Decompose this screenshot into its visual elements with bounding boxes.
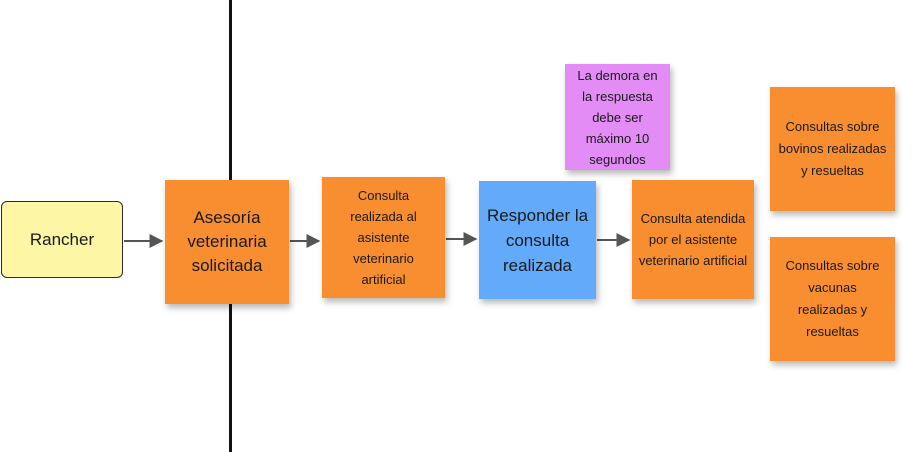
event-consultas-bovinos[interactable]: Consultas sobre bovinos realizadas y res…	[770, 87, 895, 211]
event-vacunas-label: Consultas sobre vacunas realizadas y res…	[785, 258, 880, 339]
event-consulta-atendida[interactable]: Consulta atendida por el asistente veter…	[632, 180, 754, 299]
command-responder-consulta[interactable]: Responder la consulta realizada	[479, 181, 596, 299]
actor-rancher-label: Rancher	[29, 229, 95, 249]
event-consultas-vacunas[interactable]: Consultas sobre vacunas realizadas y res…	[770, 237, 895, 361]
event-consulta-realizada-label: Consulta realizada al asistente veterina…	[350, 188, 417, 287]
event-asesoria-solicitada[interactable]: Asesoría veterinaria solicitada	[165, 180, 289, 304]
event-asesoria-label: Asesoría veterinaria solicitada	[187, 208, 267, 275]
event-consulta-realizada[interactable]: Consulta realizada al asistente veterina…	[322, 177, 445, 298]
policy-demora[interactable]: La demora en la respuesta debe ser máxim…	[565, 64, 670, 170]
event-bovinos-label: Consultas sobre bovinos realizadas y res…	[778, 119, 887, 178]
event-consulta-atendida-label: Consulta atendida por el asistente veter…	[638, 211, 748, 268]
policy-demora-label: La demora en la respuesta debe ser máxim…	[577, 67, 658, 167]
actor-rancher[interactable]: Rancher	[1, 201, 123, 278]
command-responder-label: Responder la consulta realizada	[486, 205, 589, 275]
